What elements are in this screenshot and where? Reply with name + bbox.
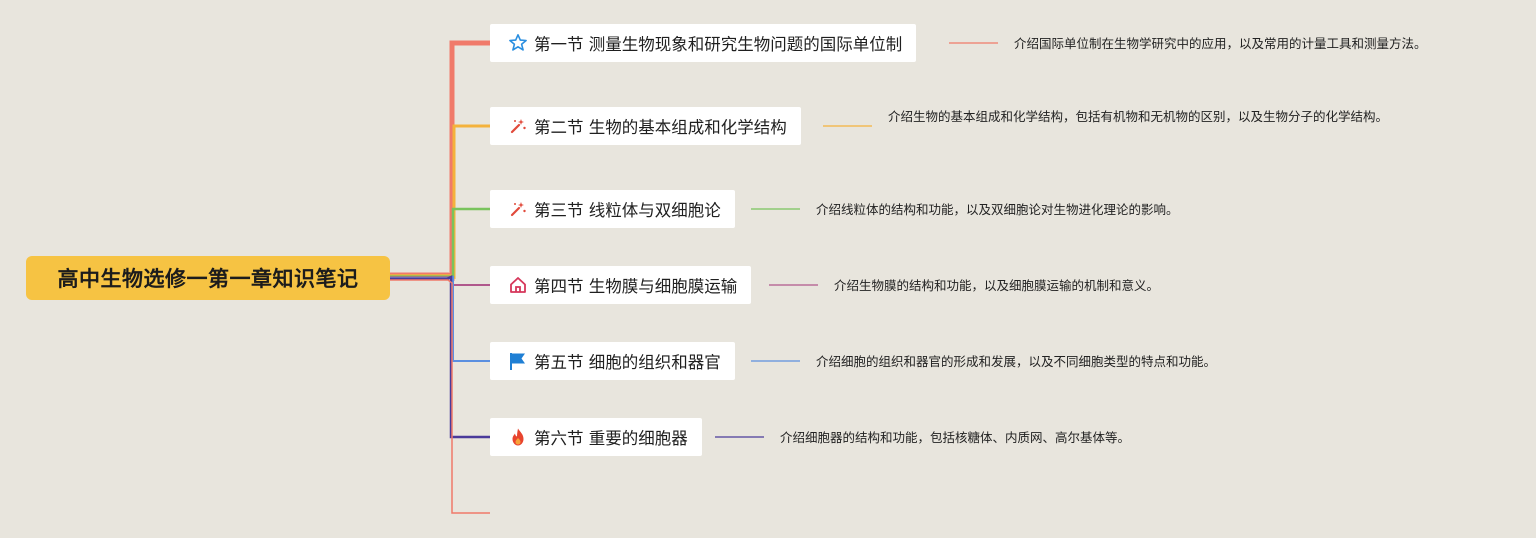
fire-icon: [508, 427, 528, 447]
sparkle-wand-icon: [508, 116, 528, 136]
branch-desc-4: 介绍生物膜的结构和功能，以及细胞膜运输的机制和意义。: [834, 278, 1160, 293]
branch-desc-6: 介绍细胞器的结构和功能，包括核糖体、内质网、高尔基体等。: [780, 430, 1131, 445]
branch-title-1: 第一节 测量生物现象和研究生物问题的国际单位制: [534, 35, 903, 54]
branch-title-5: 第五节 细胞的组织和器官: [534, 353, 721, 372]
branch-connector-extra: [390, 279, 490, 514]
branch-title-4: 第四节 生物膜与细胞膜运输: [534, 277, 738, 296]
branch-topic-3[interactable]: 第三节 线粒体与双细胞论: [490, 190, 735, 228]
branch-connector-2: [390, 124, 490, 280]
branch-title-6: 第六节 重要的细胞器: [534, 429, 688, 448]
branch-topic-4[interactable]: 第四节 生物膜与细胞膜运输: [490, 266, 752, 304]
root-title: 高中生物选修一第一章知识笔记: [57, 267, 359, 291]
branch-connector-3: [390, 207, 490, 279]
sparkle-wand-icon: [508, 199, 528, 219]
flag-icon: [508, 351, 528, 371]
branch-topic-6[interactable]: 第六节 重要的细胞器: [490, 418, 702, 456]
branch-connector-6: [390, 274, 490, 439]
branch-topic-2[interactable]: 第二节 生物的基本组成和化学结构: [490, 107, 801, 145]
branch-desc-2: 介绍生物的基本组成和化学结构，包括有机物和无机物的区别，以及生物分子的化学结构。: [888, 109, 1389, 124]
branch-desc-1: 介绍国际单位制在生物学研究中的应用，以及常用的计量工具和测量方法。: [1014, 36, 1427, 51]
branch-topic-5[interactable]: 第五节 细胞的组织和器官: [490, 342, 735, 380]
branch-connector-5: [390, 275, 490, 362]
branch-topic-1[interactable]: 第一节 测量生物现象和研究生物问题的国际单位制: [490, 24, 917, 62]
home-icon: [508, 275, 528, 295]
star-icon: [508, 33, 528, 53]
branch-desc-5: 介绍细胞的组织和器官的形成和发展，以及不同细胞类型的特点和功能。: [816, 354, 1217, 369]
root-topic[interactable]: 高中生物选修一第一章知识笔记: [26, 256, 390, 300]
branch-title-3: 第三节 线粒体与双细胞论: [534, 201, 721, 220]
branch-connector-1: [390, 40, 490, 282]
branch-title-2: 第二节 生物的基本组成和化学结构: [534, 118, 787, 137]
branch-desc-3: 介绍线粒体的结构和功能，以及双细胞论对生物进化理论的影响。: [816, 202, 1179, 217]
